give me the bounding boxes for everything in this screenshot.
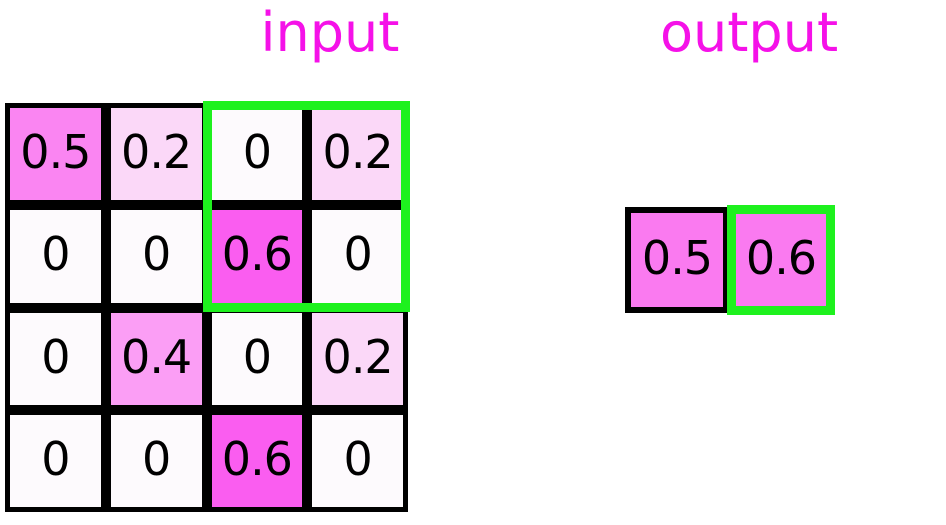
cell-value: 0 <box>242 125 272 180</box>
input-cell[interactable]: 0.2 <box>307 103 408 206</box>
input-cell[interactable]: 0 <box>105 409 207 512</box>
cell-value: 0 <box>343 227 372 282</box>
cell-value: 0.6 <box>221 227 293 282</box>
input-cell[interactable]: 0 <box>105 205 207 308</box>
cell-value: 0 <box>141 227 171 282</box>
cell-value: 0 <box>141 431 171 486</box>
input-cell[interactable]: 0 <box>307 205 408 308</box>
output-cell[interactable]: 0.6 <box>729 207 833 313</box>
input-cell[interactable]: 0.4 <box>105 307 207 410</box>
input-title: input <box>260 1 400 64</box>
input-cell[interactable]: 0.5 <box>5 103 106 206</box>
input-cell[interactable]: 0 <box>5 409 106 512</box>
output-title: output <box>660 1 839 64</box>
input-cell[interactable]: 0 <box>206 103 308 206</box>
output-cell[interactable]: 0.5 <box>625 207 729 313</box>
cell-value: 0.2 <box>322 329 394 384</box>
cell-value: 0.2 <box>121 125 192 180</box>
output-matrix: 0.5 0.6 <box>625 207 833 313</box>
input-cell[interactable]: 0 <box>307 409 408 512</box>
input-cell[interactable]: 0.2 <box>307 307 408 410</box>
cell-value: 0 <box>41 227 70 282</box>
cell-value: 0.5 <box>641 231 713 285</box>
input-matrix: 0.5 0.2 0 0.2 0 0 0.6 0 0 0.4 0 0.2 0 0 … <box>5 103 408 512</box>
cell-value: 0 <box>41 329 70 384</box>
cell-value: 0 <box>242 329 272 384</box>
input-cell[interactable]: 0.6 <box>206 409 308 512</box>
input-cell[interactable]: 0 <box>5 205 106 308</box>
input-cell[interactable]: 0 <box>206 307 308 410</box>
input-cell[interactable]: 0.2 <box>105 103 207 206</box>
cell-value: 0.2 <box>322 125 394 180</box>
cell-value: 0 <box>343 431 372 486</box>
cell-value: 0.6 <box>221 431 293 486</box>
cell-value: 0.4 <box>121 329 192 384</box>
cell-value: 0.5 <box>20 125 91 180</box>
cell-value: 0.6 <box>745 231 817 285</box>
cell-value: 0 <box>41 431 70 486</box>
input-cell[interactable]: 0 <box>5 307 106 410</box>
input-cell[interactable]: 0.6 <box>206 205 308 308</box>
